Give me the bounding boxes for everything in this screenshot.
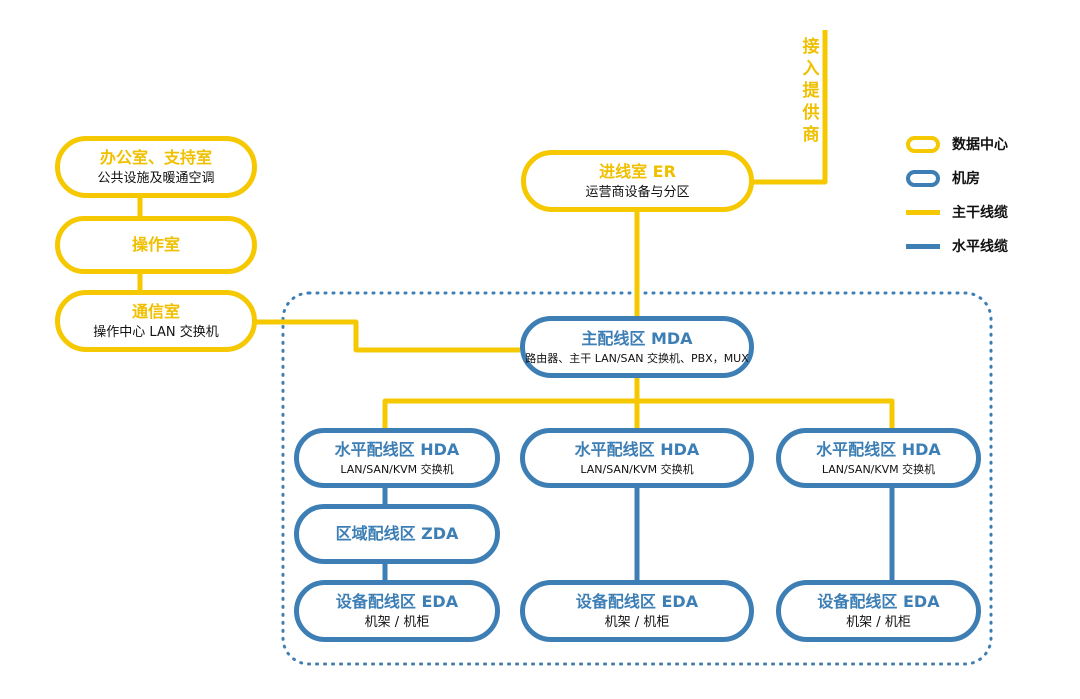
zda-title: 区域配线区 ZDA	[335, 524, 459, 543]
office-support-subtitle: 公共设施及暖通空调	[97, 170, 215, 186]
eda-left-title: 设备配线区 EDA	[335, 591, 459, 611]
telecom-room-title: 通信室	[131, 301, 180, 321]
operations-room-node: 操作室	[55, 216, 257, 274]
office-support-title: 办公室、支持室	[99, 147, 212, 167]
mda-subtitle: 路由器、主干 LAN/SAN 交换机、PBX，MUX	[525, 351, 749, 365]
legend-backbone-label: 主干线缆	[952, 205, 1008, 221]
mda-title: 主配线区 MDA	[581, 328, 693, 348]
eda-left-node: 设备配线区 EDA 机架 / 机柜	[294, 580, 500, 642]
access-provider-label: 接入提供商	[802, 37, 820, 145]
hda-right-node: 水平配线区 HDA LAN/SAN/KVM 交换机	[776, 428, 981, 488]
legend-room-label: 机房	[952, 171, 980, 187]
legend-data-center-label: 数据中心	[952, 137, 1008, 153]
hda-right-subtitle: LAN/SAN/KVM 交换机	[821, 462, 936, 476]
hda-mid-subtitle: LAN/SAN/KVM 交换机	[580, 462, 694, 476]
entrance-room-title: 进线室 ER	[599, 161, 676, 181]
mda-node: 主配线区 MDA 路由器、主干 LAN/SAN 交换机、PBX，MUX	[520, 316, 754, 378]
telecom-room-node: 通信室 操作中心 LAN 交换机	[55, 290, 257, 352]
legend: 数据中心 机房 主干线缆 水平线缆	[906, 134, 1008, 270]
eda-mid-node: 设备配线区 EDA 机架 / 机柜	[520, 580, 754, 642]
operations-room-title: 操作室	[131, 235, 180, 254]
legend-item-backbone-cable: 主干线缆	[906, 202, 1008, 222]
eda-mid-title: 设备配线区 EDA	[575, 591, 699, 611]
legend-item-horizontal-cable: 水平线缆	[906, 236, 1008, 256]
legend-item-data-center: 数据中心	[906, 134, 1008, 154]
legend-horizontal-label: 水平线缆	[952, 239, 1008, 255]
eda-left-subtitle: 机架 / 机柜	[364, 614, 430, 630]
office-support-node: 办公室、支持室 公共设施及暖通空调	[55, 136, 257, 198]
entrance-room-node: 进线室 ER 运营商设备与分区	[521, 150, 754, 212]
zda-node: 区域配线区 ZDA	[294, 504, 500, 564]
hda-left-title: 水平配线区 HDA	[334, 439, 460, 459]
legend-room-swatch	[906, 169, 940, 187]
hda-right-title: 水平配线区 HDA	[816, 439, 941, 459]
hda-left-node: 水平配线区 HDA LAN/SAN/KVM 交换机	[294, 428, 500, 488]
hda-mid-node: 水平配线区 HDA LAN/SAN/KVM 交换机	[520, 428, 754, 488]
eda-right-title: 设备配线区 EDA	[817, 591, 940, 611]
legend-backbone-swatch	[906, 209, 940, 215]
backbone-cable-telecom-mda	[256, 319, 520, 353]
legend-item-room: 机房	[906, 168, 1008, 188]
eda-right-node: 设备配线区 EDA 机架 / 机柜	[776, 580, 981, 642]
hda-mid-title: 水平配线区 HDA	[574, 439, 700, 459]
entrance-room-subtitle: 运营商设备与分区	[585, 184, 690, 200]
legend-horizontal-swatch	[906, 243, 940, 249]
eda-mid-subtitle: 机架 / 机柜	[604, 614, 670, 630]
telecom-room-subtitle: 操作中心 LAN 交换机	[93, 324, 219, 340]
backbone-cable-provider	[752, 30, 828, 185]
hda-left-subtitle: LAN/SAN/KVM 交换机	[340, 462, 454, 476]
eda-right-subtitle: 机架 / 机柜	[846, 614, 911, 630]
legend-data-center-swatch	[906, 135, 940, 153]
